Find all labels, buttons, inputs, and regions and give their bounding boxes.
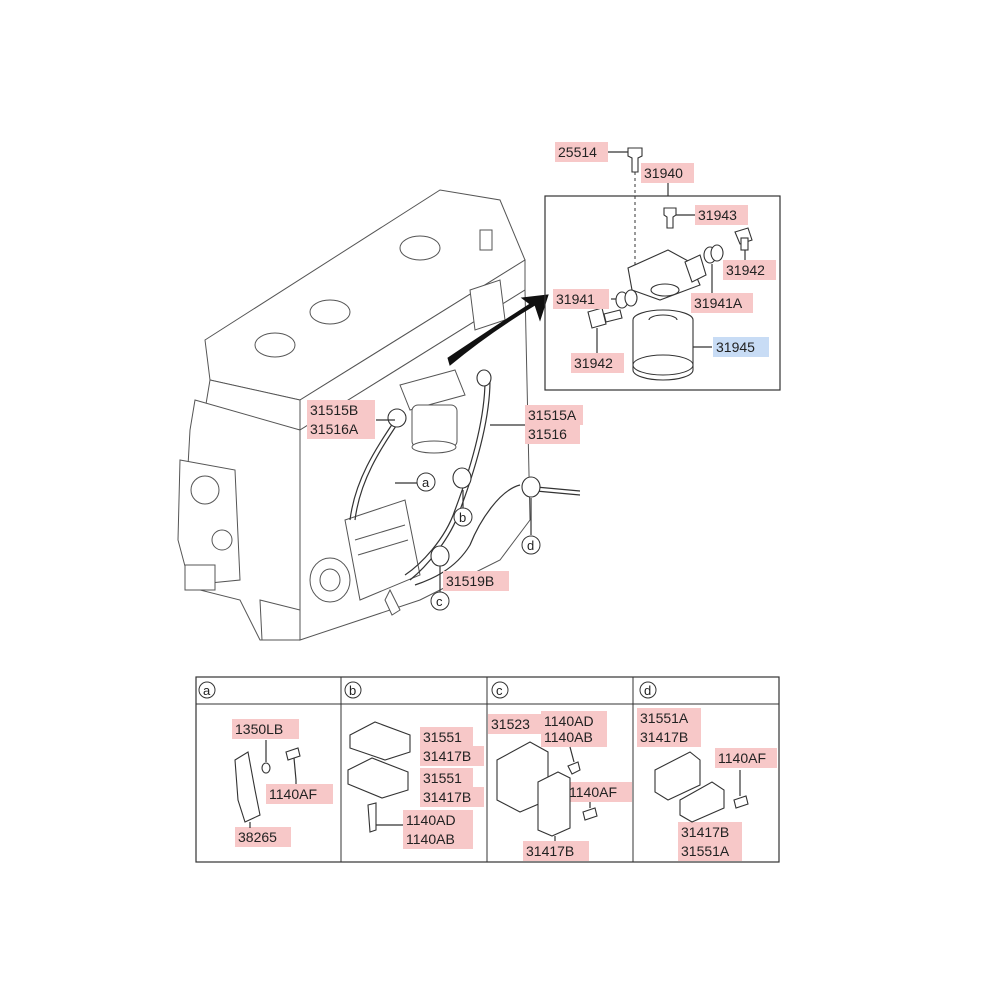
label-31941A: 31941A [691,293,753,313]
label-1350LB: 1350LB [232,719,299,739]
label-31417B-c: 31417B [523,841,589,861]
svg-text:1140AF: 1140AF [269,786,317,802]
svg-text:31940: 31940 [644,165,683,181]
svg-text:c: c [496,683,503,698]
svg-text:1140AB: 1140AB [544,729,593,745]
label-31940: 31940 [641,163,694,183]
label-31942-bottom: 31942 [571,353,624,373]
detail-table [195,676,780,863]
svg-text:31417B: 31417B [681,824,729,840]
label-31515A: 31515A [525,405,583,425]
svg-text:31551: 31551 [423,729,462,745]
svg-text:d: d [527,538,534,553]
label-31516: 31516 [525,424,580,444]
label-31516A: 31516A [307,419,375,439]
svg-text:d: d [644,683,651,698]
svg-text:b: b [459,510,466,525]
label-25514: 25514 [555,142,608,162]
label-31551A-d1: 31551A [637,708,701,728]
detail-arrow [447,294,549,366]
svg-text:31943: 31943 [698,207,737,223]
label-31523: 31523 [488,714,541,734]
label-1140AB-b: 1140AB [403,829,473,849]
filter-assembly-parts [587,147,753,381]
svg-text:31515B: 31515B [310,402,358,418]
label-31417B-d2: 31417B [678,822,742,842]
engine-block [177,189,531,641]
label-31515B: 31515B [307,400,375,420]
svg-text:31417B: 31417B [526,843,574,859]
label-31417B-d1: 31417B [637,727,701,747]
svg-text:31941: 31941 [556,291,595,307]
label-31551-b1: 31551 [420,727,473,747]
svg-text:31551: 31551 [423,770,462,786]
label-31551-b2: 31551 [420,768,473,788]
svg-text:31417B: 31417B [423,748,471,764]
callout-c: c [430,591,450,611]
svg-text:38265: 38265 [238,829,277,845]
svg-text:31942: 31942 [574,355,613,371]
section-d: d 31551A 31417B 1140AF 31417B 31551A [637,681,777,861]
svg-text:31941A: 31941A [694,295,743,311]
svg-text:31945: 31945 [716,339,755,355]
label-1140AD-b: 1140AD [403,810,473,830]
svg-text:c: c [436,594,443,609]
svg-text:1140AF: 1140AF [569,784,617,800]
svg-text:31942: 31942 [726,262,765,278]
label-31519B: 31519B [443,571,509,591]
label-38265: 38265 [235,827,291,847]
svg-text:31551A: 31551A [640,710,689,726]
fuel-lines [349,369,581,586]
svg-text:1140AB: 1140AB [406,831,455,847]
label-31945: 31945 [713,337,769,357]
svg-text:31417B: 31417B [640,729,688,745]
svg-text:1350LB: 1350LB [235,721,283,737]
svg-text:1140AF: 1140AF [718,750,766,766]
label-31943: 31943 [695,205,748,225]
callout-d: d [521,535,541,555]
svg-text:a: a [422,475,430,490]
svg-text:b: b [349,683,356,698]
svg-text:a: a [203,683,211,698]
callout-a: a [416,472,436,492]
section-b: b 31551 31417B 31551 31417B 1140AD 1140A… [344,681,484,849]
label-1140AB-c: 1140AB [541,727,607,747]
label-1140AF-a: 1140AF [266,784,333,804]
filter-detail-box [544,195,781,391]
svg-text:25514: 25514 [558,144,597,160]
label-31417B-b1: 31417B [420,746,484,766]
callout-b: b [453,507,473,527]
svg-text:1140AD: 1140AD [544,713,594,729]
section-a: a 1350LB 1140AF 38265 [198,681,333,847]
svg-text:1140AD: 1140AD [406,812,456,828]
svg-text:31551A: 31551A [681,843,730,859]
label-31551A-d2: 31551A [678,841,742,861]
label-31941: 31941 [553,289,609,309]
label-31417B-b2: 31417B [420,787,484,807]
svg-text:31417B: 31417B [423,789,471,805]
svg-text:31523: 31523 [491,716,530,732]
svg-text:31516A: 31516A [310,421,359,437]
label-1140AF-c: 1140AF [566,782,632,802]
label-31942-top: 31942 [723,260,776,280]
svg-text:31516: 31516 [528,426,567,442]
svg-text:31515A: 31515A [528,407,577,423]
svg-text:31519B: 31519B [446,573,494,589]
label-1140AD-c: 1140AD [541,711,607,731]
section-c: c 31523 1140AD 1140AB 1140AF 31417B [488,681,632,861]
label-1140AF-d: 1140AF [715,748,777,768]
